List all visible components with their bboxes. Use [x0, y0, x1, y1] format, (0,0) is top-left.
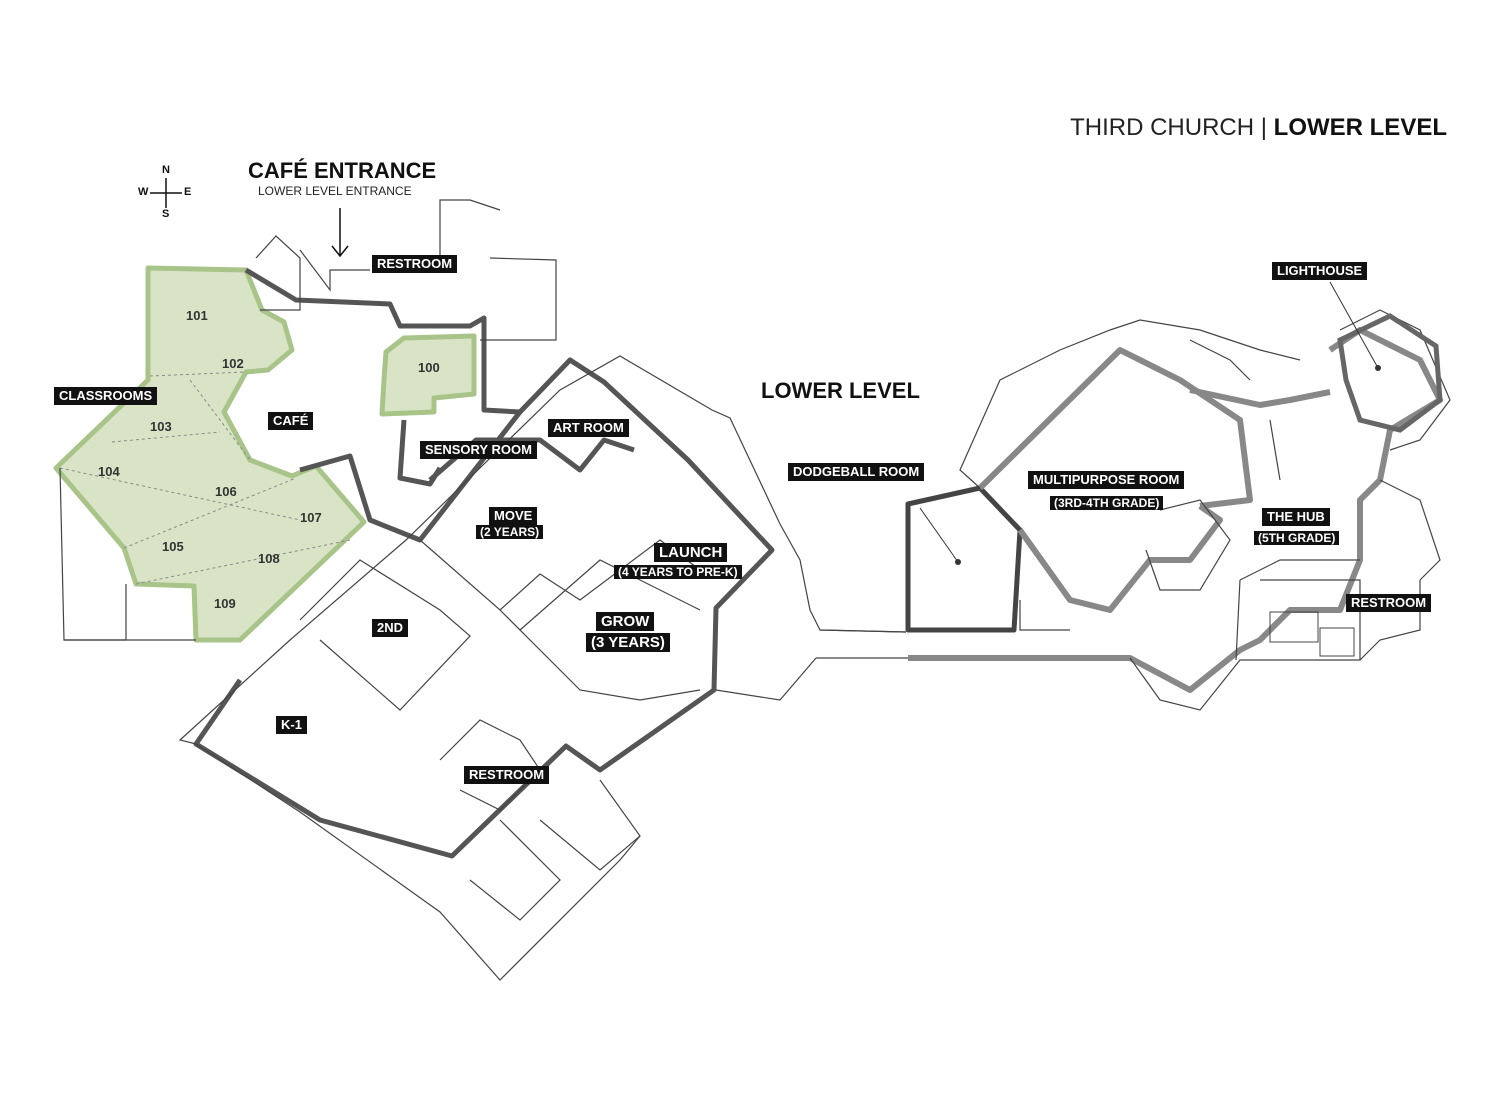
entrance-subtitle: LOWER LEVEL ENTRANCE [258, 184, 412, 198]
grow-label[interactable]: GROW [596, 612, 655, 631]
compass-rose [150, 178, 182, 208]
building-name: THIRD CHURCH | [1070, 114, 1274, 141]
k1-label[interactable]: K-1 [276, 716, 307, 734]
multipurpose-sub-label: (3RD-4TH GRADE) [1050, 496, 1164, 510]
room-104[interactable]: 104 [98, 464, 120, 479]
the-hub-label[interactable]: THE HUB [1262, 508, 1330, 526]
compass-s: S [162, 208, 170, 220]
the-hub-sub-label: (5TH GRADE) [1254, 531, 1340, 545]
entrance-title: CAFÉ ENTRANCE [248, 158, 437, 183]
compass-n: N [162, 164, 170, 176]
room-103[interactable]: 103 [150, 419, 172, 434]
move-sub-label: (2 YEARS) [476, 525, 544, 539]
room-108[interactable]: 108 [258, 551, 280, 566]
multipurpose-room-label[interactable]: MULTIPURPOSE ROOM [1028, 471, 1185, 489]
room-100-area[interactable] [379, 333, 477, 417]
the-hub-table [1269, 611, 1319, 643]
restroom-top-label[interactable]: RESTROOM [372, 255, 458, 273]
lighthouse-area[interactable] [1337, 313, 1443, 433]
level-name: LOWER LEVEL [1273, 114, 1447, 141]
restroom-right-label[interactable]: RESTROOM [1346, 594, 1432, 612]
lighthouse-label[interactable]: LIGHTHOUSE [1272, 262, 1368, 280]
move-label[interactable]: MOVE [489, 507, 538, 525]
sensory-room-label[interactable]: SENSORY ROOM [420, 441, 537, 459]
compass-w: W [138, 186, 149, 198]
entrance-arrow-icon [331, 208, 349, 258]
launch-label[interactable]: LAUNCH [654, 543, 728, 562]
second-grade-label[interactable]: 2ND [372, 619, 409, 637]
room-100[interactable]: 100 [418, 360, 440, 375]
art-room-label[interactable]: ART ROOM [548, 419, 629, 437]
restroom-bottom-label[interactable]: RESTROOM [464, 766, 550, 784]
launch-sub-label: (4 YEARS TO PRE-K) [614, 565, 742, 579]
room-101[interactable]: 101 [186, 308, 208, 323]
room-107[interactable]: 107 [300, 510, 322, 525]
west-wing-walls [193, 267, 775, 859]
the-hub-table-2 [1319, 627, 1355, 657]
room-105[interactable]: 105 [162, 539, 184, 554]
dodgeball-room-area[interactable] [905, 485, 1023, 633]
classrooms-label[interactable]: CLASSROOMS [54, 387, 158, 405]
compass-e: E [184, 186, 192, 198]
dodgeball-room-label[interactable]: DODGEBALL ROOM [788, 463, 925, 481]
classrooms-area[interactable] [53, 265, 367, 643]
room-102[interactable]: 102 [222, 356, 244, 371]
room-109[interactable]: 109 [214, 596, 236, 611]
cafe-label[interactable]: CAFÉ [268, 412, 314, 430]
page-title: THIRD CHURCH | LOWER LEVEL [1070, 114, 1447, 142]
level-label: LOWER LEVEL [761, 378, 920, 403]
grow-sub-label: (3 YEARS) [586, 633, 670, 652]
connector-corridor [715, 629, 908, 701]
room-106[interactable]: 106 [215, 484, 237, 499]
classroom-partitions [59, 371, 351, 585]
